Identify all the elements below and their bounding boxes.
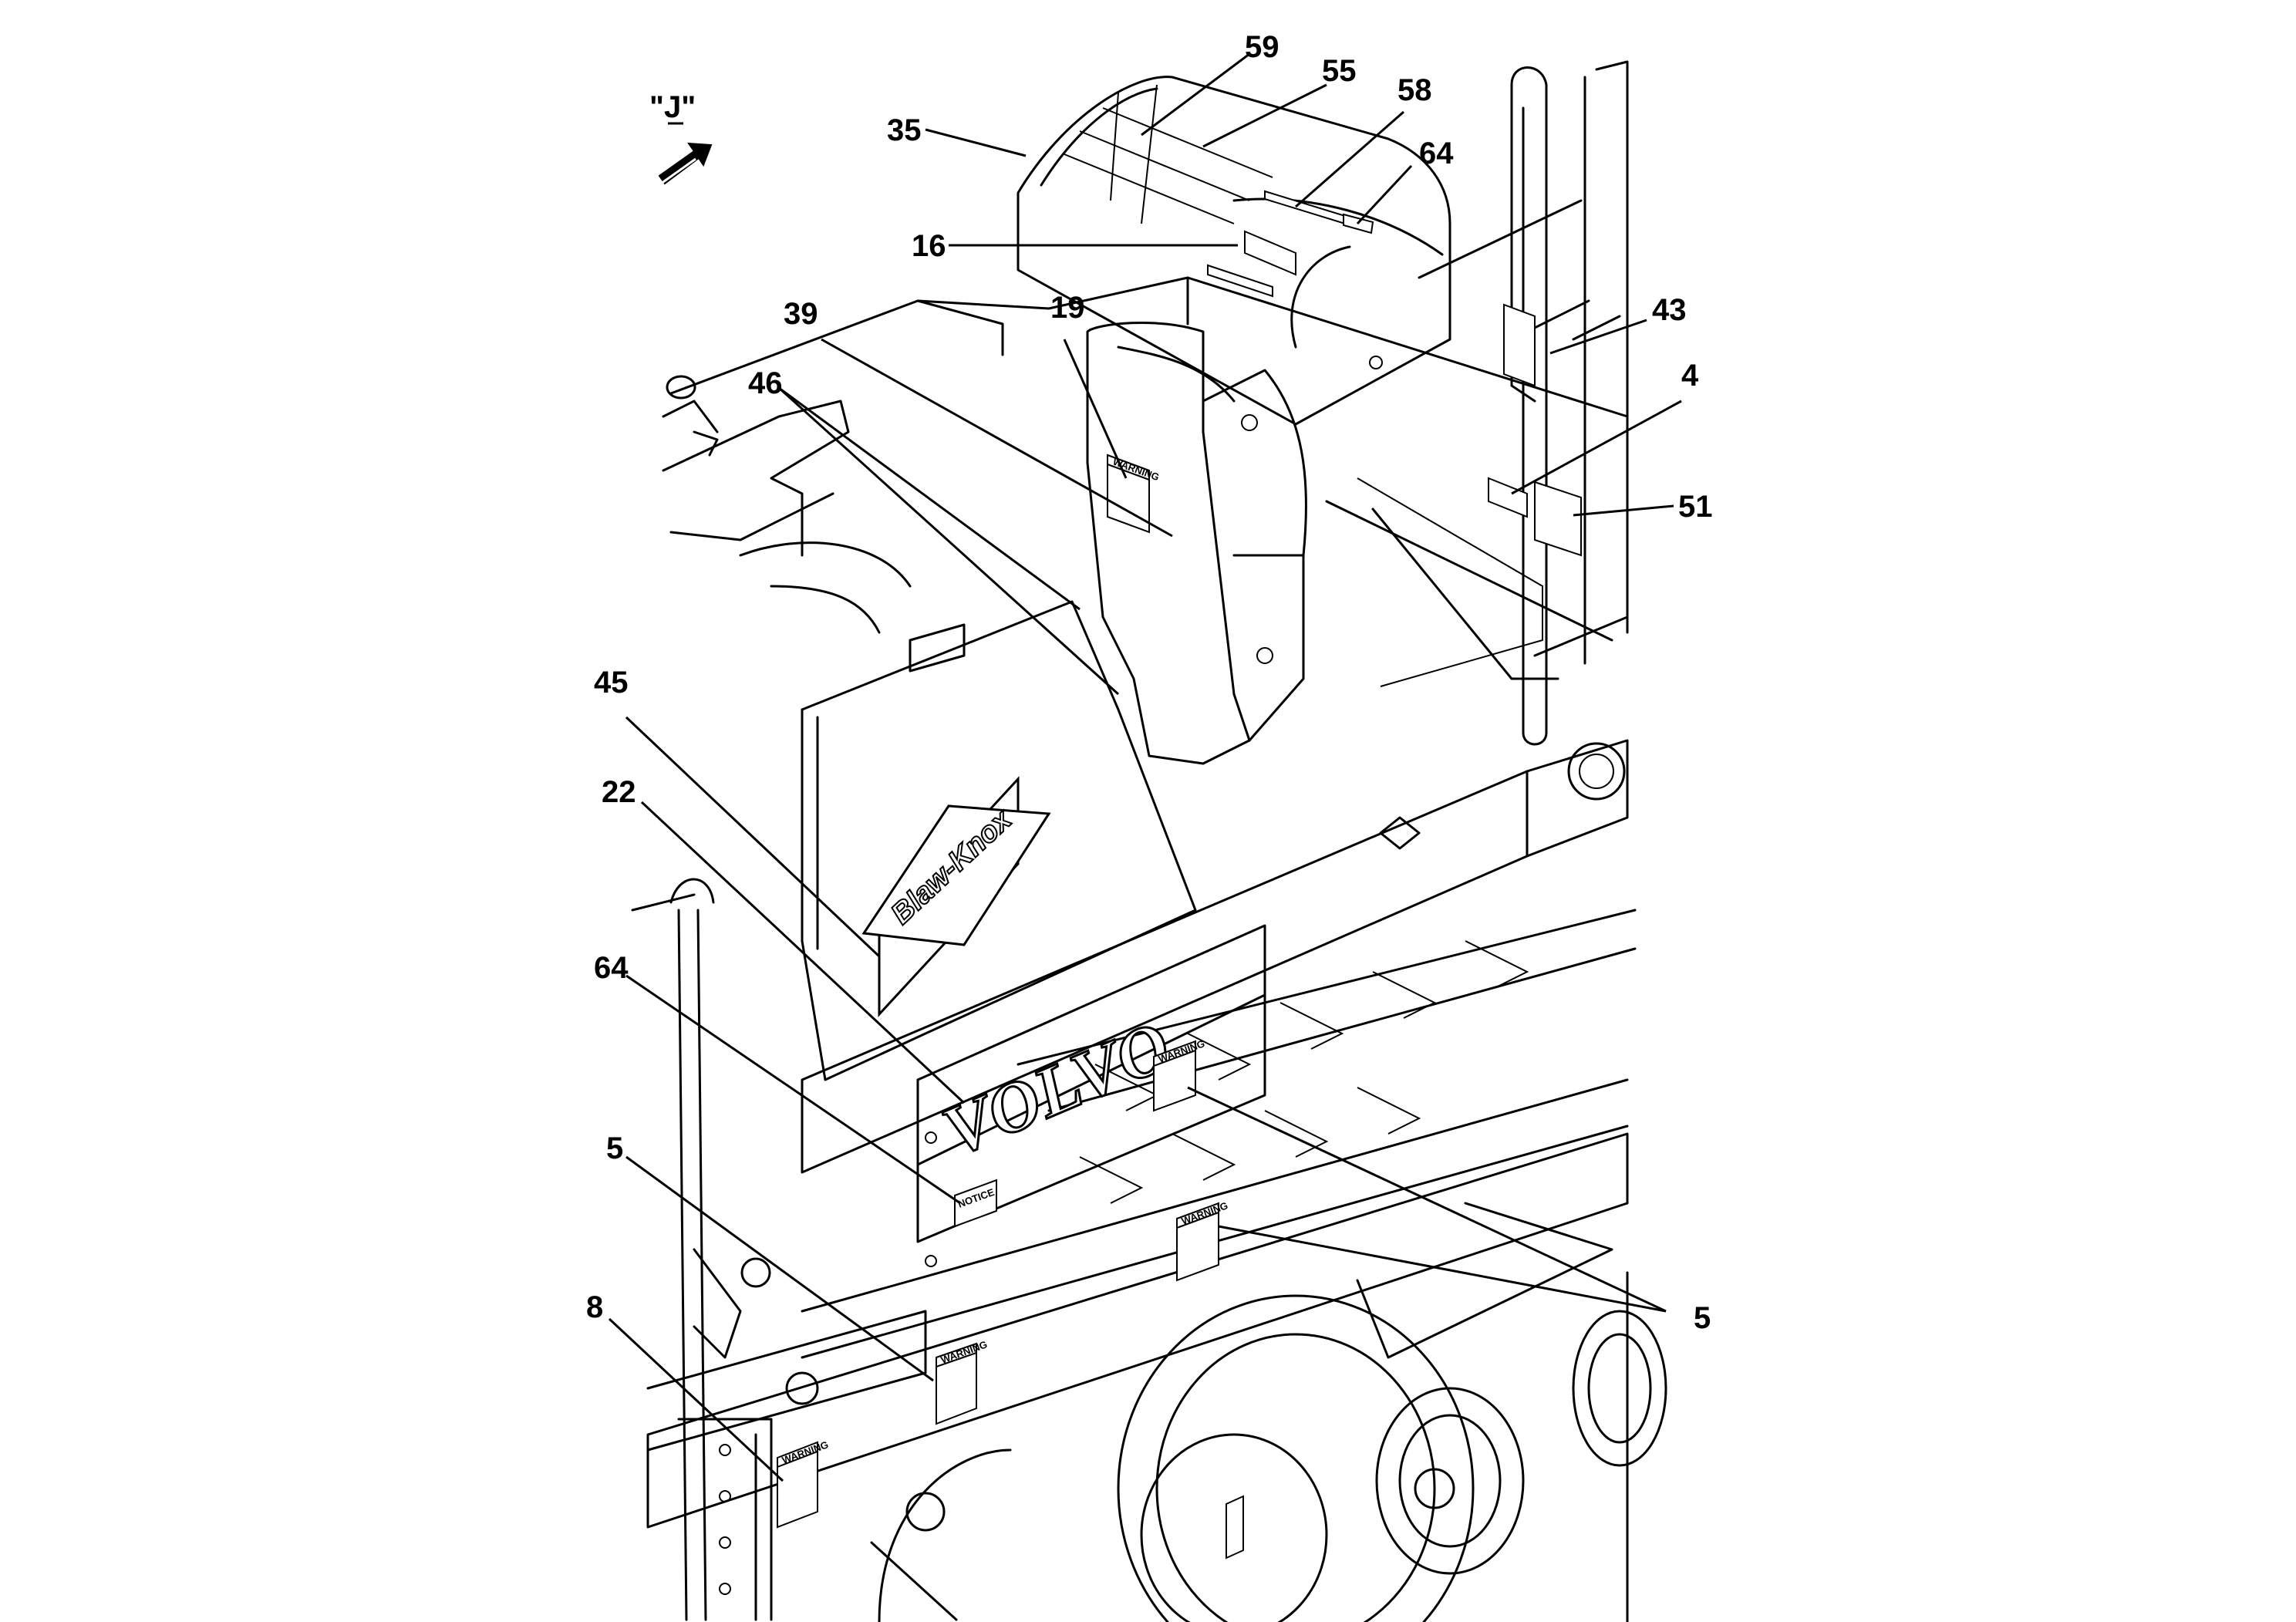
callout-5-right: 5 xyxy=(1694,1301,1711,1335)
callout-45: 45 xyxy=(594,666,629,700)
callout-51: 51 xyxy=(1678,490,1713,524)
callout-4: 4 xyxy=(1681,359,1699,393)
callout-35: 35 xyxy=(887,113,922,147)
callout-59: 59 xyxy=(1245,30,1279,64)
callout-19: 19 xyxy=(1050,291,1085,325)
callout-64-top: 64 xyxy=(1419,137,1454,170)
track-wheels xyxy=(878,1271,1667,1622)
callout-16: 16 xyxy=(912,229,946,263)
callout-39: 39 xyxy=(784,297,818,331)
callout-64-left: 64 xyxy=(594,951,629,985)
view-direction-arrow-icon xyxy=(658,142,713,185)
callout-8: 8 xyxy=(586,1290,603,1324)
callout-55: 55 xyxy=(1322,54,1357,88)
warning-decal-lower: WARNING xyxy=(936,1338,989,1425)
callout-5-left: 5 xyxy=(606,1131,623,1165)
callout-46: 46 xyxy=(748,366,783,400)
callout-58: 58 xyxy=(1397,73,1432,107)
paver-line-art xyxy=(631,60,1667,1622)
callout-22: 22 xyxy=(602,775,636,809)
warning-decal-stack: WARNING xyxy=(1107,454,1161,534)
leader-lines xyxy=(608,52,1682,1482)
notice-decal-wheel xyxy=(1226,1495,1244,1560)
view-j-marker: "J" xyxy=(649,90,713,185)
callout-labels: 59 55 58 35 64 16 19 39 43 46 4 51 45 22… xyxy=(586,30,1713,1335)
warning-decal-left: WARNING xyxy=(777,1438,830,1529)
view-label: "J" xyxy=(649,90,696,124)
callout-43: 43 xyxy=(1652,293,1687,327)
blaw-knox-decal: Blaw-Knox xyxy=(861,776,1051,1017)
notice-decal-volvo-panel: NOTICE xyxy=(954,1179,997,1228)
warning-decal-mid: WARNING xyxy=(1176,1199,1229,1282)
